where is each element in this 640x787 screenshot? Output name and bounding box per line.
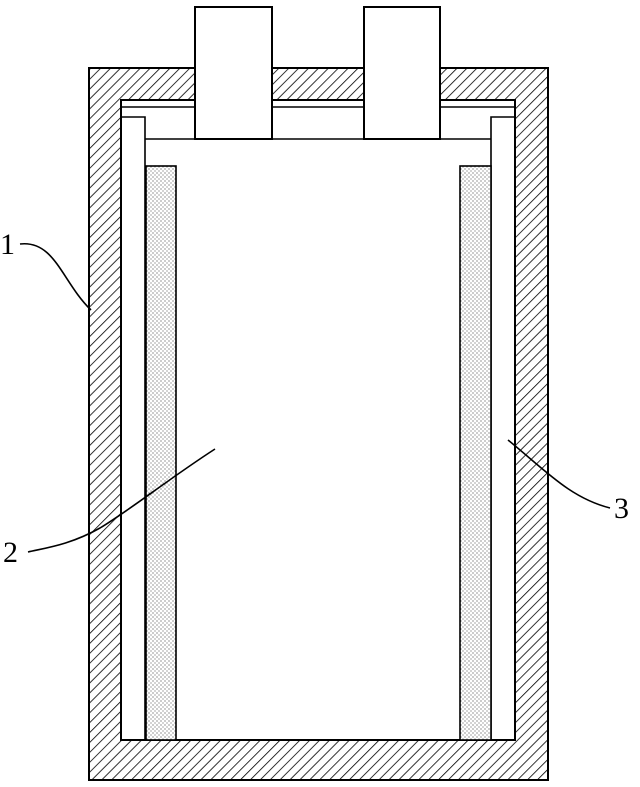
inner-frame [121, 116, 515, 740]
label-1: 1 [0, 228, 15, 261]
label-2: 2 [3, 536, 18, 569]
label-3: 3 [614, 492, 629, 525]
leader-line-3 [507, 439, 611, 509]
leader-line-1 [19, 243, 92, 311]
right-dotted-layer [459, 165, 492, 741]
leader-line-2 [27, 448, 216, 553]
left-dotted-layer [145, 165, 177, 741]
